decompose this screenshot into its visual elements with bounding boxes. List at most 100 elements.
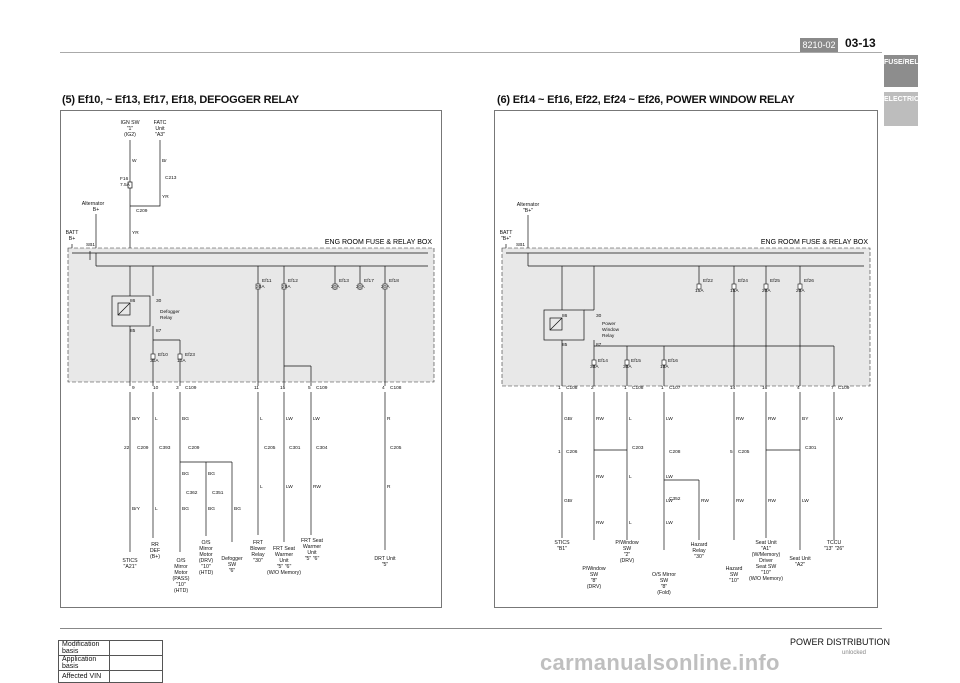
r-conn-c205: C205 — [738, 449, 750, 455]
svg-text:BG: BG — [182, 416, 189, 422]
svg-text:Unit: Unit — [155, 126, 165, 132]
svg-text:20A: 20A — [381, 284, 390, 290]
conn-c301: C301 — [289, 445, 301, 451]
svg-text:"B+": "B+" — [501, 236, 511, 242]
svg-text:"A1": "A1" — [761, 546, 771, 552]
r-load-pwindow-drv: P/Window — [582, 566, 606, 572]
watermark: carmanualsonline.info — [540, 650, 780, 675]
fuse-ef11: Ef11 — [262, 278, 272, 284]
svg-text:15A: 15A — [730, 288, 739, 294]
load-stics: STICS — [122, 558, 138, 564]
svg-text:(PASS): (PASS) — [173, 576, 190, 582]
r-load-stics: STICS — [554, 540, 570, 546]
svg-text:"13" "26": "13" "26" — [824, 546, 845, 552]
load-rr-def: RR — [151, 542, 159, 548]
load-defogger-sw: Defogger — [221, 556, 243, 562]
svg-text:RW: RW — [701, 498, 709, 504]
svg-text:"8": "8" — [591, 578, 598, 584]
svg-text:"10": "10" — [729, 578, 739, 584]
fuse-ef10: Ef10 — [158, 352, 168, 358]
svg-text:1: 1 — [624, 385, 627, 391]
svg-text:L: L — [260, 484, 263, 490]
svg-text:Relay: Relay — [251, 552, 265, 558]
r-conn-c109: C109 — [838, 385, 850, 391]
batt-label: BATT — [66, 230, 80, 236]
svg-text:30: 30 — [596, 313, 602, 319]
svg-text:Relay: Relay — [692, 548, 706, 554]
svg-text:SW: SW — [228, 562, 236, 568]
r-load-os-mirror-sw: O/S Mirror — [652, 572, 676, 578]
r-load-seat-unit-2: Seat Unit — [789, 556, 811, 562]
conn-c109-a: C109 — [185, 385, 197, 391]
page-number: 03-13 — [845, 36, 876, 50]
right-wiring-diagram: Alternator "B+" BATT "B+" SB1 140A ENG R… — [500, 202, 871, 596]
svg-text:B+: B+ — [69, 236, 76, 242]
r-alternator-label: Alternator — [517, 202, 540, 208]
svg-text:Blower: Blower — [250, 546, 266, 552]
svg-text:Warmer: Warmer — [275, 552, 294, 558]
right-section-title: (6) Ef14 ~ Ef16, Ef22, Ef24 ~ Ef26, POWE… — [497, 94, 795, 106]
svg-text:"B1": "B1" — [557, 546, 567, 552]
svg-text:BG: BG — [208, 506, 215, 512]
svg-text:RW: RW — [736, 498, 744, 504]
r-load-pwindow-drv-2: P/Window — [615, 540, 639, 546]
svg-text:"5": "5" — [382, 562, 389, 568]
fuse-ef13: Ef13 — [339, 278, 349, 284]
right-fuse-box — [501, 247, 871, 387]
svg-text:R: R — [387, 484, 391, 490]
svg-text:Unit: Unit — [307, 550, 317, 556]
r-conn-c203: C203 — [632, 445, 644, 451]
rev-row-vin: Affected VIN — [58, 670, 110, 683]
svg-text:LW: LW — [836, 416, 843, 422]
svg-text:BG: BG — [234, 506, 241, 512]
conn-c362: C362 — [186, 490, 198, 496]
r-load-seat-unit: Seat Unit — [755, 540, 777, 546]
svg-text:4: 4 — [382, 385, 385, 391]
conn-c108: C108 — [390, 385, 402, 391]
svg-text:30A: 30A — [623, 364, 632, 370]
svg-text:1: 1 — [558, 385, 561, 391]
svg-text:BrY: BrY — [132, 416, 141, 422]
tab-electricity[interactable]: ELECTRICITY — [884, 92, 930, 126]
tab-fuse-relay[interactable]: FUSE/RELAY — [884, 55, 928, 87]
power-window-relay-label: Power — [602, 321, 616, 327]
svg-text:LW: LW — [286, 416, 293, 422]
svg-text:Unit: Unit — [279, 558, 289, 564]
svg-text:Motor: Motor — [199, 552, 213, 558]
load-os-mirror-pass: O/S — [177, 558, 186, 564]
left-wiring-diagram: IGN SW "1" (IG2) FATC Unit "A3" Alternat… — [66, 120, 435, 594]
svg-text:4: 4 — [797, 385, 800, 391]
svg-text:(W/O Memory): (W/O Memory) — [749, 576, 783, 582]
svg-text:L: L — [629, 416, 632, 422]
fuse-ef12: Ef12 — [288, 278, 298, 284]
svg-text:RW: RW — [768, 498, 776, 504]
right-box-label: ENG ROOM FUSE & RELAY BOX — [761, 239, 868, 246]
r-conn-c108-b: C108 — [632, 385, 644, 391]
revision-table: Modification basis Application basis Aff… — [58, 640, 163, 683]
svg-text:9: 9 — [132, 385, 135, 391]
svg-text:85: 85 — [562, 342, 568, 348]
fuse-ef18: Ef18 — [389, 278, 399, 284]
svg-text:30A: 30A — [150, 358, 159, 364]
svg-text:RW: RW — [736, 416, 744, 422]
svg-text:30A: 30A — [590, 364, 599, 370]
svg-text:GBr: GBr — [564, 498, 573, 504]
svg-text:"2": "2" — [624, 552, 631, 558]
svg-text:10A: 10A — [177, 358, 186, 364]
svg-text:DEF: DEF — [150, 548, 160, 554]
alternator-label: Alternator — [82, 201, 105, 207]
svg-text:"10": "10" — [176, 582, 186, 588]
wire-w: W — [132, 158, 137, 164]
svg-text:SB1: SB1 — [516, 242, 525, 248]
svg-text:BrY: BrY — [132, 506, 141, 512]
svg-text:87: 87 — [596, 342, 602, 348]
fuse-ef26: Ef26 — [804, 278, 814, 284]
svg-text:(HTD): (HTD) — [199, 570, 213, 576]
fatc-label: FATC — [154, 120, 167, 126]
svg-text:11: 11 — [254, 385, 259, 391]
svg-text:"6": "6" — [229, 568, 236, 574]
svg-text:Warmer: Warmer — [303, 544, 322, 550]
svg-text:L: L — [155, 506, 158, 512]
svg-text:L: L — [155, 416, 158, 422]
svg-text:"A3": "A3" — [155, 132, 165, 138]
